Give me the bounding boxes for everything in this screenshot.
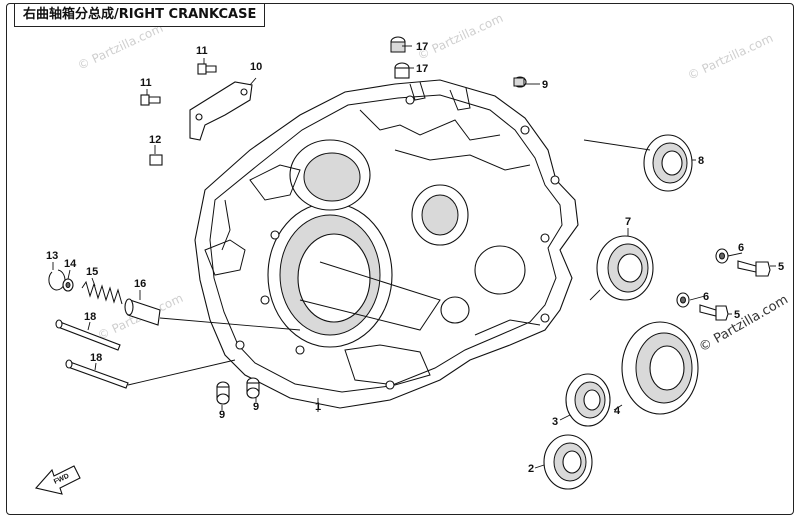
part-18-pin-lower [65, 359, 129, 389]
callout-8: 8 [698, 155, 704, 167]
part-14-washer [62, 278, 74, 292]
crankcase-body [194, 79, 579, 409]
part-3-bearing [565, 373, 611, 427]
callout-18-upper: 18 [84, 311, 96, 323]
watermark-1: © Partzilla.com [75, 21, 165, 73]
diagram-title: 右曲轴箱分总成/RIGHT CRANKCASE [14, 4, 266, 27]
watermark-6: © Partzilla.com [697, 292, 791, 355]
watermark-2: © Partzilla.com [415, 11, 505, 63]
part-9-plug-lower-right [246, 377, 260, 399]
part-2-bearing [543, 434, 593, 490]
callout-6-lower: 6 [703, 291, 709, 303]
part-17-plug [390, 36, 410, 79]
callout-9-lower-right: 9 [253, 401, 259, 413]
diagram-frame [6, 3, 794, 515]
part-4-bearing [621, 321, 699, 415]
part-6-washer-upper [715, 248, 729, 264]
callout-17: 17 [416, 41, 428, 53]
part-5-bolt-upper [737, 260, 771, 277]
callout-4: 4 [614, 405, 621, 417]
leader-lines [52, 45, 776, 469]
callout-18-lower: 18 [90, 352, 102, 364]
callout-17-second: 17 [416, 63, 428, 75]
callout-11-lower: 11 [140, 77, 152, 89]
part-9-plug-top [513, 76, 527, 88]
callout-15: 15 [86, 266, 98, 278]
callout-11-upper: 11 [196, 45, 208, 57]
callout-10: 10 [250, 61, 262, 73]
callout-16: 16 [134, 278, 146, 290]
callout-14: 14 [64, 258, 77, 270]
callout-9-lower-left: 9 [219, 409, 225, 421]
part-5-bolt-lower [699, 304, 729, 321]
fwd-arrow: FWD [34, 465, 81, 495]
callout-3: 3 [552, 416, 558, 428]
part-15-spring [81, 280, 123, 305]
watermark-3: © Partzilla.com [685, 31, 775, 83]
part-18-pin-upper [55, 319, 121, 351]
callout-5-lower: 5 [734, 309, 740, 321]
callout-5-upper: 5 [778, 261, 784, 273]
part-8-bearing [643, 134, 693, 192]
part-16-sleeve [124, 298, 161, 326]
callout-2: 2 [528, 463, 534, 475]
callout-7: 7 [625, 216, 631, 228]
part-12-plug [149, 154, 163, 166]
callouts: 17 17 9 10 11 11 12 13 14 15 16 18 18 9 … [46, 41, 784, 475]
callout-12: 12 [149, 134, 161, 146]
part-6-washer-lower [676, 292, 690, 308]
part-13-circlip [48, 269, 66, 291]
part-9-plug-lower-left [216, 381, 230, 405]
callout-13: 13 [46, 250, 58, 262]
callout-9-top: 9 [542, 79, 548, 91]
part-7-bearing [596, 235, 654, 301]
part-11-bolt-upper [197, 63, 217, 75]
callout-1: 1 [315, 401, 321, 413]
callout-6-upper: 6 [738, 242, 744, 254]
part-11-bolt-lower [140, 94, 161, 106]
part-10-bracket [189, 81, 253, 141]
